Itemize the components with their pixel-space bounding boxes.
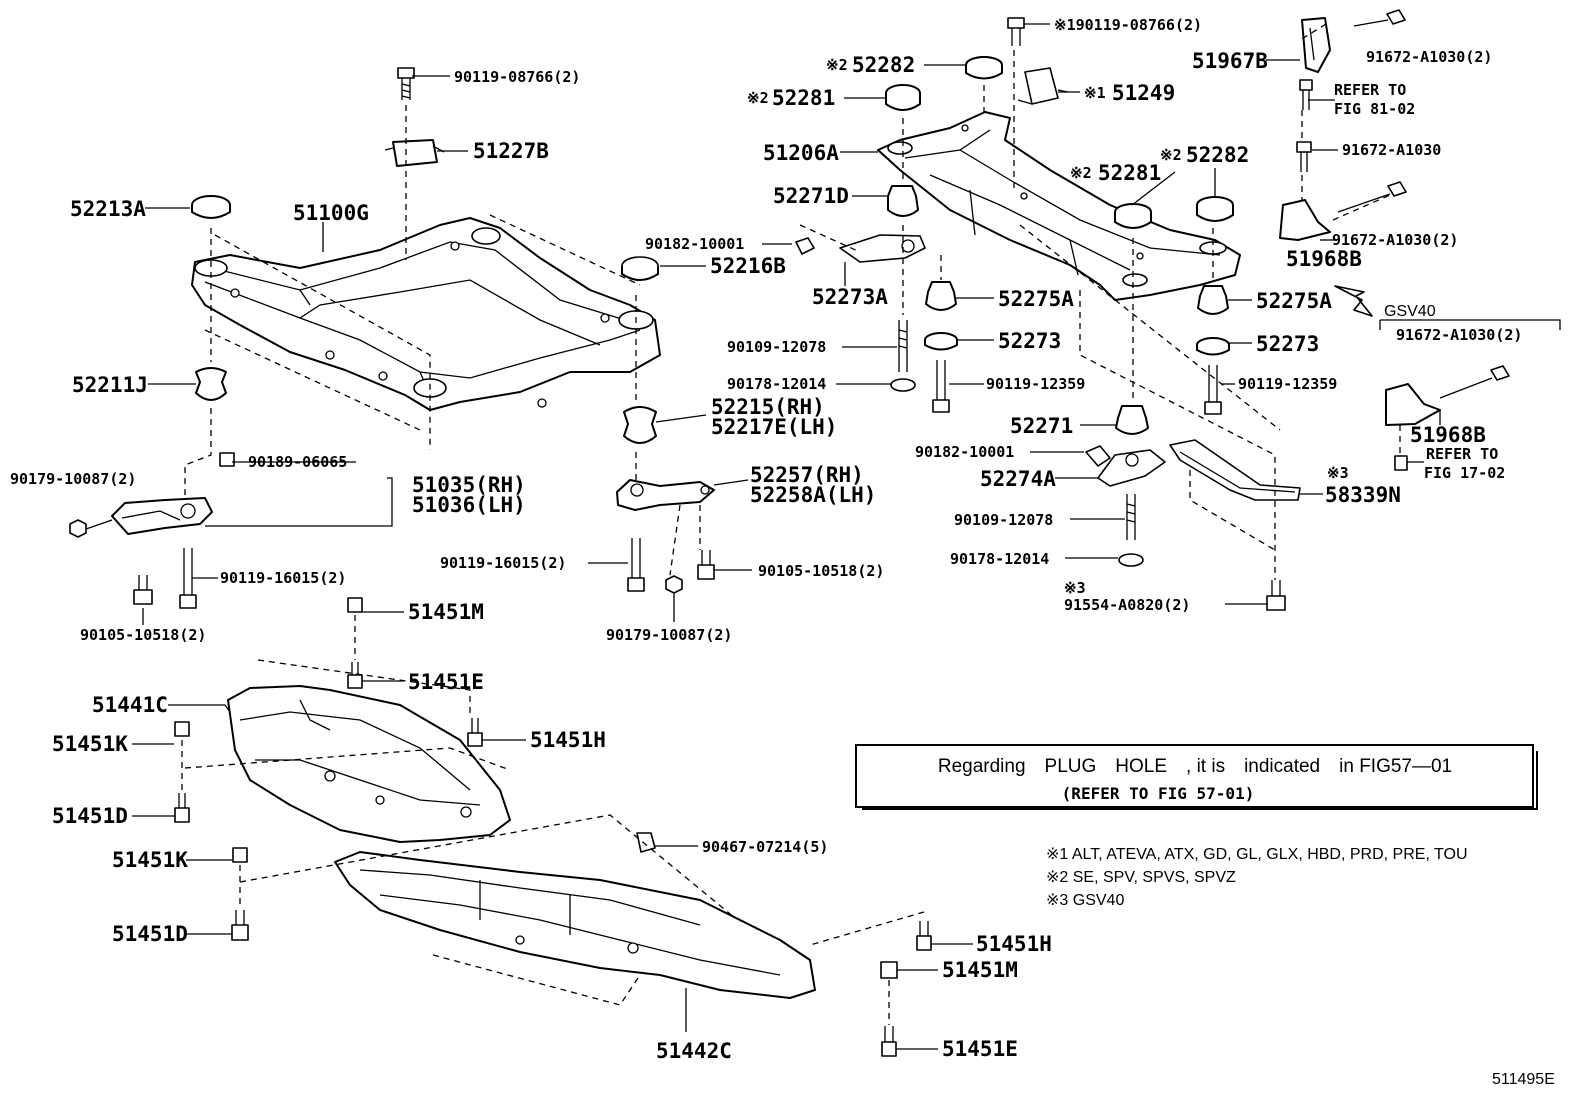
mark-2-c: ※2 — [1070, 164, 1092, 182]
label-52273-a[interactable]: 52273 — [998, 329, 1061, 353]
label-51451m-b[interactable]: 51451M — [942, 958, 1018, 982]
label-51451e-b[interactable]: 51451E — [942, 1037, 1018, 1061]
footnote-1: ※1 ALT, ATEVA, ATX, GD, GL, GLX, HBD, PR… — [1046, 846, 1468, 863]
engine-under-cover-51442C — [334, 851, 816, 999]
label-90179-10087-mid[interactable]: 90179-10087(2) — [606, 626, 732, 644]
label-51441c[interactable]: 51441C — [92, 693, 168, 717]
mark-1: ※1 — [1084, 84, 1106, 102]
label-52282-a[interactable]: 52282 — [852, 53, 915, 77]
engine-under-cover-51441C — [227, 685, 511, 843]
label-52281-b[interactable]: 52281 — [1098, 161, 1161, 185]
label-90119-16015-mid[interactable]: 90119-16015(2) — [440, 554, 566, 572]
label-52271[interactable]: 52271 — [1010, 414, 1073, 438]
label-51451k-b[interactable]: 51451K — [112, 848, 188, 872]
label-51206a[interactable]: 51206A — [763, 141, 839, 165]
label-90178-12014-a[interactable]: 90178-12014 — [727, 375, 826, 393]
label-51451d-b[interactable]: 51451D — [112, 922, 188, 946]
label-51968b-b[interactable]: 51968B — [1410, 423, 1486, 447]
plug-note-line1: Regarding PLUG HOLE , it is indicated in… — [938, 756, 1452, 777]
label-91672-a1030-2c[interactable]: 91672-A1030(2) — [1396, 326, 1522, 344]
label-90119-08766-top[interactable]: 90119-08766(2) — [454, 68, 580, 86]
plug-note-line2: (REFER TO FIG 57-01) — [1062, 784, 1255, 803]
label-52282-b[interactable]: 52282 — [1186, 143, 1249, 167]
label-58339n[interactable]: 58339N — [1325, 483, 1401, 507]
label-90179-10087-left[interactable]: 90179-10087(2) — [10, 470, 136, 488]
mark-3-a: ※3 — [1327, 464, 1349, 482]
label-51451h-b[interactable]: 51451H — [976, 932, 1052, 956]
mark-2-d: ※2 — [1160, 146, 1182, 164]
label-51451h-a[interactable]: 51451H — [530, 728, 606, 752]
label-51100g[interactable]: 51100G — [293, 201, 369, 225]
mark-3-b: ※3 — [1064, 579, 1086, 597]
ref-fig17-line2: FIG 17-02 — [1424, 464, 1505, 482]
part-number-labels: 90119-08766(2) 51227B 52213A 51100G 9018… — [10, 16, 1522, 1063]
label-90105-10518-left[interactable]: 90105-10518(2) — [80, 626, 206, 644]
label-90178-12014-b[interactable]: 90178-12014 — [950, 550, 1049, 568]
label-91672-a1030-2a[interactable]: 91672-A1030(2) — [1366, 48, 1492, 66]
label-90182-10001-b[interactable]: 90182-10001 — [915, 443, 1014, 461]
label-90119-08766-right[interactable]: ※190119-08766(2) — [1054, 16, 1202, 34]
label-52275a-b[interactable]: 52275A — [1256, 289, 1332, 313]
label-52273-b[interactable]: 52273 — [1256, 332, 1319, 356]
label-52281-a[interactable]: 52281 — [772, 86, 835, 110]
label-90189-06065[interactable]: 90189-06065 — [248, 453, 347, 471]
label-52211j[interactable]: 52211J — [72, 373, 148, 397]
footnote-3: ※3 GSV40 — [1046, 892, 1124, 909]
gsv40-box-label: GSV40 — [1384, 303, 1436, 320]
label-52275a-a[interactable]: 52275A — [998, 287, 1074, 311]
label-51451e-top[interactable]: 51451E — [408, 670, 484, 694]
footnotes: ※1 ALT, ATEVA, ATX, GD, GL, GLX, HBD, PR… — [1046, 846, 1468, 909]
label-51451k-a[interactable]: 51451K — [52, 732, 128, 756]
plug-hole-note: Regarding PLUG HOLE , it is indicated in… — [855, 744, 1538, 810]
label-51227b[interactable]: 51227B — [473, 139, 549, 163]
left-bolts — [133, 67, 715, 609]
label-90467-07214[interactable]: 90467-07214(5) — [702, 838, 828, 856]
ref-fig81-line2: FIG 81-02 — [1334, 100, 1415, 118]
label-90119-16015-left[interactable]: 90119-16015(2) — [220, 569, 346, 587]
mark-2-a: ※2 — [826, 56, 848, 74]
label-52217e-lh[interactable]: 52217E(LH) — [711, 415, 837, 439]
label-91672-a1030[interactable]: 91672-A1030 — [1342, 141, 1441, 159]
label-51967b[interactable]: 51967B — [1192, 49, 1268, 73]
label-51451d-a[interactable]: 51451D — [52, 804, 128, 828]
label-91672-a1030-2b[interactable]: 91672-A1030(2) — [1332, 231, 1458, 249]
footnote-2: ※2 SE, SPV, SPVS, SPVZ — [1046, 869, 1236, 886]
label-52271d[interactable]: 52271D — [773, 184, 849, 208]
under-cover-fasteners — [174, 597, 932, 1057]
mark-2-b: ※2 — [747, 89, 769, 107]
label-51451m-top[interactable]: 51451M — [408, 600, 484, 624]
label-90119-12359-b[interactable]: 90119-12359 — [1238, 375, 1337, 393]
label-52273a[interactable]: 52273A — [812, 285, 888, 309]
label-51442c[interactable]: 51442C — [656, 1039, 732, 1063]
leader-lines — [85, 23, 1561, 1050]
right-mount-parts — [795, 56, 1301, 567]
rear-suspension-member-51206A — [877, 111, 1241, 301]
figure-id: 511495E — [1492, 1071, 1555, 1088]
label-90182-10001-a[interactable]: 90182-10001 — [645, 235, 744, 253]
label-90109-12078-b[interactable]: 90109-12078 — [954, 511, 1053, 529]
assembly-dashed-lines — [181, 23, 1401, 1025]
label-90109-12078-a[interactable]: 90109-12078 — [727, 338, 826, 356]
ref-fig17-line1: REFER TO — [1426, 445, 1498, 463]
label-52216b[interactable]: 52216B — [710, 254, 786, 278]
label-90119-12359-a[interactable]: 90119-12359 — [986, 375, 1085, 393]
ref-fig81-line1: REFER TO — [1334, 81, 1406, 99]
label-51035-rh[interactable]: 51035(RH) — [412, 473, 526, 497]
right-bolts — [898, 17, 1286, 611]
label-52213a[interactable]: 52213A — [70, 197, 146, 221]
label-52257-rh[interactable]: 52257(RH) — [750, 463, 864, 487]
label-52258a-lh[interactable]: 52258A(LH) — [750, 483, 876, 507]
label-91554-a0820[interactable]: 91554-A0820(2) — [1064, 596, 1190, 614]
label-51036-lh[interactable]: 51036(LH) — [412, 493, 526, 517]
front-suspension-member-51100G — [191, 217, 661, 411]
label-51249[interactable]: 51249 — [1112, 81, 1175, 105]
far-right-brackets — [1279, 9, 1510, 471]
label-51968b-a[interactable]: 51968B — [1286, 247, 1362, 271]
left-mount-parts — [69, 139, 715, 538]
label-90105-10518-mid[interactable]: 90105-10518(2) — [758, 562, 884, 580]
label-52215-rh[interactable]: 52215(RH) — [711, 395, 825, 419]
label-52274a[interactable]: 52274A — [980, 467, 1056, 491]
